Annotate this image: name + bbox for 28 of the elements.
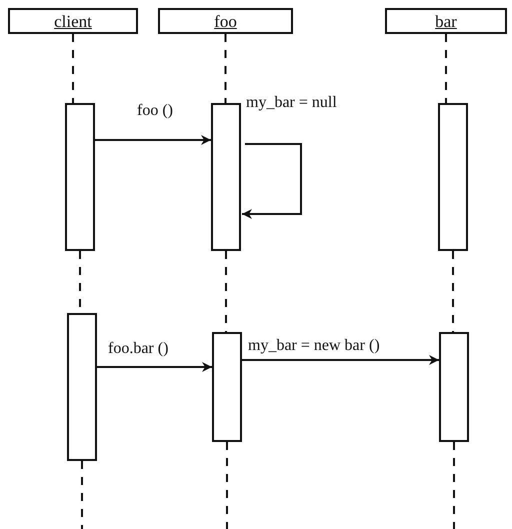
message-arrow: [97, 362, 212, 372]
activation-bar: [67, 313, 97, 461]
message-label: my_bar = null: [245, 94, 338, 112]
lifeline-header: [158, 8, 293, 34]
activation-bar: [439, 332, 469, 442]
activation-bar: [211, 103, 241, 251]
activation-bar: [65, 103, 95, 251]
lifeline: [226, 442, 228, 529]
activation-bar: [438, 103, 468, 251]
message-label: my_bar = new bar (): [247, 337, 381, 355]
message-arrow: [242, 355, 439, 365]
lifeline: [225, 251, 227, 332]
lifeline: [453, 442, 455, 529]
self-call-arrow: [242, 143, 302, 219]
lifeline: [81, 461, 83, 529]
message-label: foo.bar (): [107, 340, 170, 358]
object-name: client: [54, 12, 92, 30]
lifeline: [445, 34, 447, 103]
lifeline-header: [8, 8, 138, 34]
lifeline: [224, 34, 226, 103]
lifeline-header: [385, 8, 507, 34]
message-label: foo (): [136, 102, 174, 120]
lifeline: [452, 251, 454, 332]
object-name: foo: [214, 12, 237, 30]
lifeline: [72, 34, 74, 103]
message-arrow: [95, 135, 211, 145]
activation-bar: [212, 332, 242, 442]
object-name: bar: [435, 12, 457, 30]
